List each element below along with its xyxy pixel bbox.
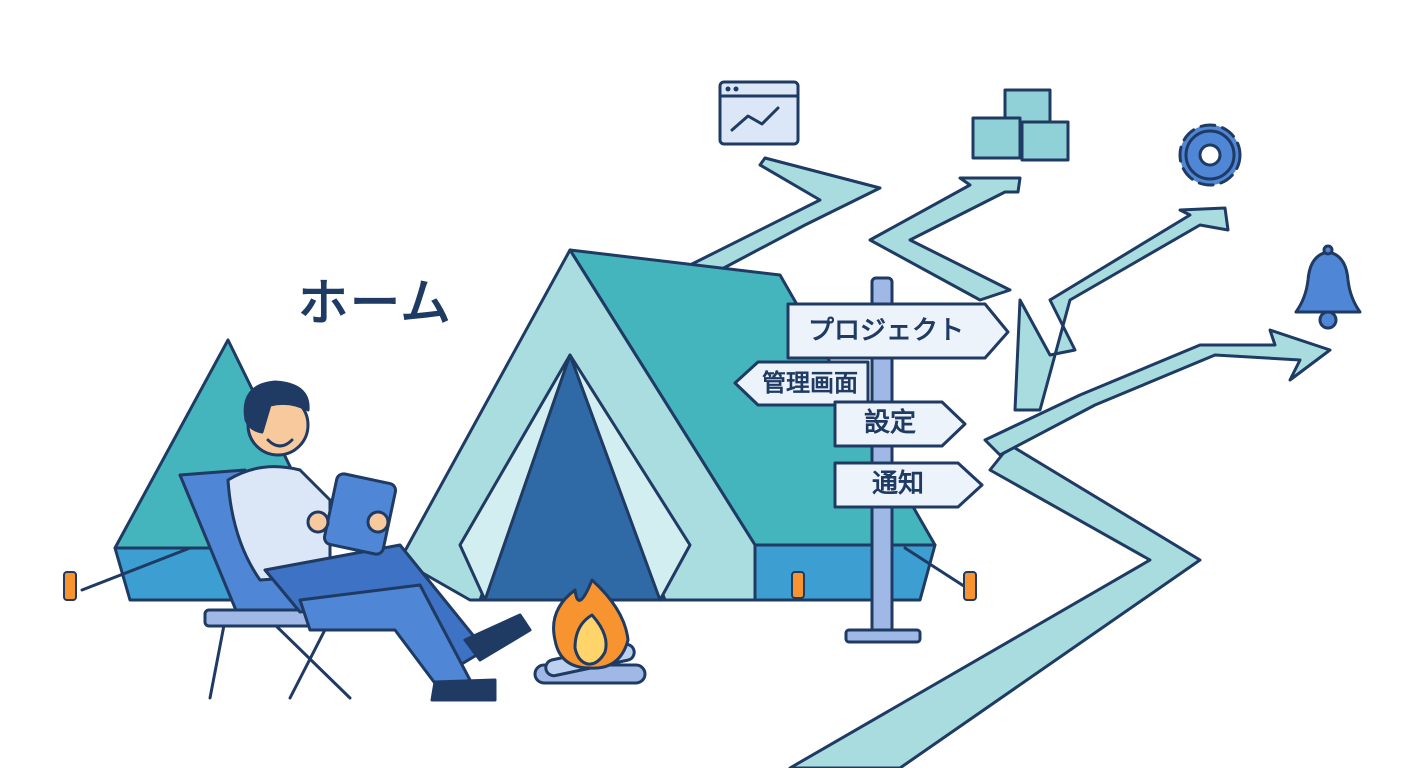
- campfire: [533, 578, 647, 685]
- sign-label-projects[interactable]: プロジェクト: [808, 316, 965, 346]
- tent-peg: [63, 571, 77, 601]
- paths: [688, 156, 1332, 768]
- sign-board-settings: [833, 400, 967, 448]
- sign-boards: [733, 302, 1010, 509]
- sign-board-projects: [786, 302, 1010, 360]
- line-chart-window-icon: [718, 80, 800, 146]
- signpost-pole: [844, 276, 922, 644]
- sign-board-notifications: [833, 461, 984, 509]
- person: [226, 380, 532, 702]
- path-to-chart: [688, 156, 882, 272]
- shoe: [463, 613, 532, 662]
- shoe: [430, 678, 497, 702]
- bell-icon: [1294, 244, 1362, 330]
- sign-label-settings[interactable]: 設定: [864, 408, 917, 438]
- cubes-icon: [971, 88, 1070, 162]
- sign-label-admin[interactable]: 管理画面: [762, 369, 858, 397]
- sign-label-notifications[interactable]: 通知: [872, 469, 925, 499]
- page-title: ホーム: [298, 274, 453, 332]
- path-to-bell: [983, 328, 1332, 457]
- path-to-gear: [1013, 206, 1230, 412]
- gear-icon: [1178, 123, 1242, 187]
- tent-peg: [963, 571, 977, 601]
- sign-board-admin: [733, 360, 870, 407]
- hair: [243, 380, 310, 434]
- path-to-cubes: [868, 176, 1022, 302]
- tent-peg: [791, 571, 805, 599]
